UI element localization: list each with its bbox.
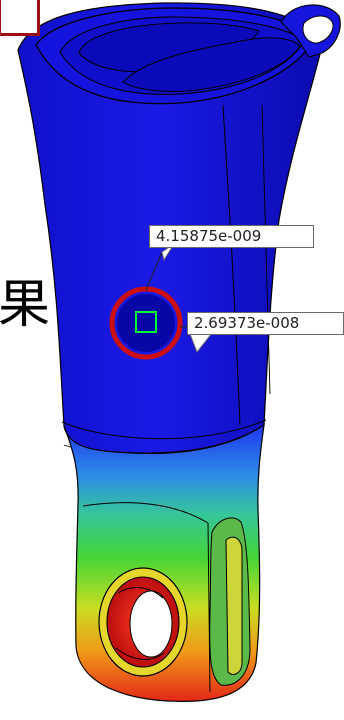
partial-overlay-text: 果 (0, 275, 51, 335)
corner-frame (0, 0, 40, 36)
probe-value-label-top: 4.15875e-009 (149, 225, 314, 248)
stress-model[interactable] (17, 2, 341, 702)
probe-highlight[interactable] (109, 286, 183, 360)
probe-value-label-right: 2.69373e-008 (187, 312, 344, 335)
